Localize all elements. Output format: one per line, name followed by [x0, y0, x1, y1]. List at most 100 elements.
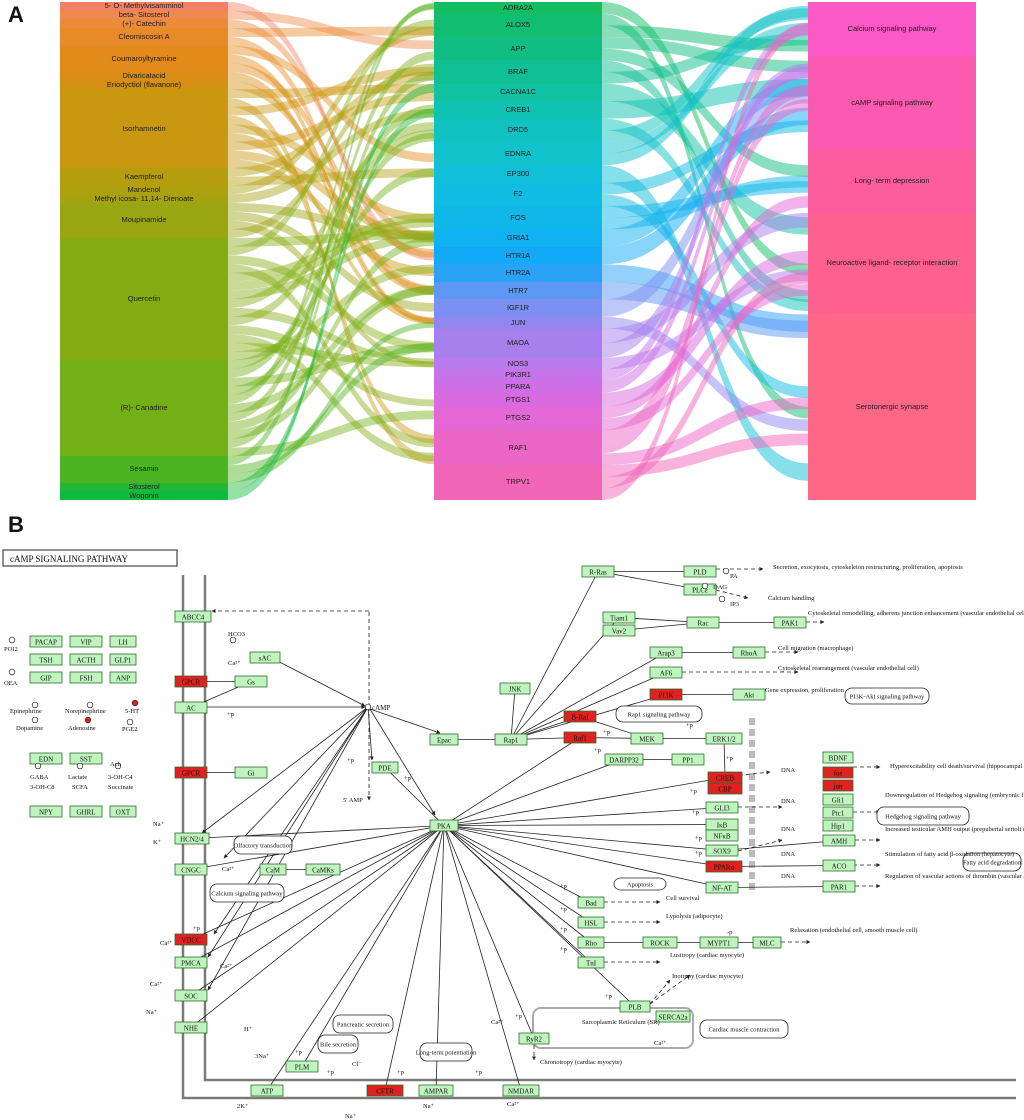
- gene-node-vdcc[interactable]: VDCC: [174, 933, 208, 946]
- gene-node-gpcr2[interactable]: GPCR: [174, 766, 208, 779]
- gene-node-rho[interactable]: Rho: [577, 936, 605, 949]
- gene-node-bdnf[interactable]: BDNF: [822, 751, 854, 764]
- gene-node-ppara[interactable]: PPARα: [705, 860, 743, 873]
- gene-node-pak1[interactable]: PAK1: [773, 616, 807, 629]
- gene-node-hsl[interactable]: HSL: [577, 916, 605, 929]
- gene-node-pld[interactable]: PLD: [683, 565, 717, 578]
- gene-node-raf1[interactable]: Raf1: [563, 731, 597, 744]
- gene-node-glp1[interactable]: GLP1: [109, 653, 137, 666]
- map-link-apoptosis[interactable]: Apoptosis: [613, 877, 667, 891]
- gene-node-fos[interactable]: fos: [822, 766, 854, 779]
- gene-node-pp1[interactable]: PP1: [671, 753, 705, 766]
- gene-node-abcc4[interactable]: ABCC4: [174, 610, 212, 623]
- gene-node-nfkb[interactable]: NFκB: [705, 829, 739, 842]
- gene-node-tsh[interactable]: TSH: [29, 653, 63, 666]
- gene-node-nfat[interactable]: NF-AT: [705, 881, 739, 894]
- gene-node-pde[interactable]: PDE: [371, 761, 399, 774]
- gene-node-serca2a[interactable]: SERCA2a: [655, 1010, 691, 1023]
- gene-node-ampar[interactable]: AMPAR: [418, 1084, 454, 1097]
- gene-node-plce[interactable]: PLCε: [683, 583, 717, 596]
- target-node: RAF1: [434, 430, 602, 465]
- gene-node-rhoa[interactable]: RhoA: [732, 646, 766, 659]
- map-link-olfactory[interactable]: Olfactory transduction: [233, 835, 293, 855]
- gene-node-vav2[interactable]: Vav2: [602, 624, 636, 637]
- gene-node-pacap[interactable]: PACAP: [29, 635, 63, 648]
- gene-node-sst[interactable]: SST: [69, 752, 103, 765]
- map-link-calcium-path[interactable]: Calcium signaling pathway: [209, 883, 285, 903]
- gene-node-plm[interactable]: PLM: [285, 1060, 319, 1073]
- gene-node-sac[interactable]: sAC: [249, 651, 281, 664]
- gene-node-gip[interactable]: GIP: [29, 671, 63, 684]
- gene-node-vip[interactable]: VIP: [69, 635, 103, 648]
- map-link-rap1-path[interactable]: Rap1 signaling pathway: [615, 705, 703, 723]
- gene-node-atp[interactable]: ATP: [250, 1084, 284, 1097]
- gene-node-erk[interactable]: ERK1/2: [705, 732, 743, 745]
- gene-node-par1[interactable]: PAR1: [822, 880, 856, 893]
- gene-node-arap3[interactable]: Arap3: [649, 646, 683, 659]
- gene-node-camks[interactable]: CaMKs: [305, 863, 341, 876]
- map-link-bile[interactable]: Bile secretion: [317, 1034, 359, 1054]
- gene-node-pka[interactable]: PKA: [429, 819, 459, 832]
- gene-node-label: Akt: [744, 692, 755, 700]
- gene-node-hcn24[interactable]: HCN2/4: [174, 832, 210, 845]
- sankey-flow: [228, 63, 434, 238]
- gene-node-tiam1[interactable]: Tiam1: [602, 611, 636, 624]
- gene-node-bad[interactable]: Bad: [577, 896, 605, 909]
- gene-node-pi3k[interactable]: PI3K: [649, 688, 683, 701]
- gene-node-gs[interactable]: Gs: [234, 675, 268, 688]
- gene-node-npy[interactable]: NPY: [29, 805, 63, 818]
- gene-node-gli3[interactable]: GLI3: [705, 801, 739, 814]
- gene-node-mek[interactable]: MEK: [630, 732, 664, 745]
- map-link-fatty[interactable]: Fatty acid degradation: [962, 852, 1022, 872]
- gene-node-tni[interactable]: TnI: [577, 956, 605, 969]
- gene-node-cngc[interactable]: CNGC: [174, 863, 208, 876]
- gene-node-darpp32[interactable]: DARPP32: [604, 753, 644, 766]
- gene-node-soc[interactable]: SOC: [174, 989, 208, 1002]
- map-link-cardiac[interactable]: Cardiac muscle contraction: [699, 1019, 789, 1039]
- gene-node-ac[interactable]: AC: [174, 701, 208, 714]
- gene-node-edn[interactable]: EDN: [29, 752, 63, 765]
- gene-node-ryr2[interactable]: RyR2: [518, 1032, 550, 1045]
- gene-node-plb[interactable]: PLB: [619, 1000, 651, 1013]
- gene-node-gli1[interactable]: Gli1: [822, 793, 854, 806]
- gene-node-cftr[interactable]: CFTR: [366, 1084, 404, 1097]
- gene-node-rap1[interactable]: Rap1: [494, 733, 528, 746]
- gene-node-nhe[interactable]: NHE: [174, 1021, 208, 1034]
- gene-node-mlc[interactable]: MLC: [752, 936, 782, 949]
- gene-node-sox9[interactable]: SOX9: [705, 844, 739, 857]
- gene-node-epac[interactable]: Epac: [429, 733, 459, 746]
- gene-node-ghrl[interactable]: GHRL: [69, 805, 103, 818]
- gene-node-gpcr1[interactable]: GPCR: [174, 675, 208, 688]
- gene-node-oxt[interactable]: OXT: [109, 805, 137, 818]
- gene-node-aco[interactable]: ACO: [822, 859, 856, 872]
- gene-node-nmdar[interactable]: NMDAR: [502, 1084, 540, 1097]
- gene-node-fsh[interactable]: FSH: [69, 671, 103, 684]
- gene-node-creb[interactable]: CREB: [707, 771, 743, 784]
- gene-node-cam[interactable]: CaM: [259, 863, 287, 876]
- gene-node-ptc1[interactable]: Ptc1: [822, 806, 854, 819]
- map-link-hedgehog[interactable]: Hedgehog signaling pathway: [876, 806, 970, 826]
- gene-node-rock[interactable]: ROCK: [642, 936, 678, 949]
- map-link-pi3k-path[interactable]: PI3K-Akt signaling pathway: [844, 687, 930, 705]
- gene-node-akt[interactable]: Akt: [732, 688, 766, 701]
- gene-node-anp[interactable]: ANP: [109, 671, 137, 684]
- pathway-text-label: +p: [695, 850, 702, 857]
- gene-node-gi[interactable]: Gi: [234, 766, 268, 779]
- gene-node-amh[interactable]: AMH: [822, 834, 856, 847]
- gene-node-af6[interactable]: AF6: [649, 666, 683, 679]
- gene-node-rras[interactable]: R-Ras: [581, 565, 615, 578]
- gene-node-ikb[interactable]: IκB: [705, 818, 739, 831]
- gene-node-rac[interactable]: Rac: [686, 616, 720, 629]
- map-link-pancreatic[interactable]: Pancreatic secretion: [332, 1014, 394, 1034]
- gene-node-jnk[interactable]: JNK: [499, 682, 531, 695]
- gene-node-braf[interactable]: B-Raf: [563, 710, 597, 723]
- gene-node-pmca[interactable]: PMCA: [174, 956, 208, 969]
- map-link-ltp[interactable]: Long-term potentiation: [416, 1042, 477, 1062]
- gene-node-jun[interactable]: jun: [822, 779, 854, 792]
- gene-node-cbp[interactable]: CBP: [707, 782, 743, 795]
- sankey-flow: [228, 115, 434, 444]
- gene-node-mypt1[interactable]: MYPT1: [699, 936, 739, 949]
- gene-node-acth[interactable]: ACTH: [69, 653, 103, 666]
- gene-node-hip1[interactable]: Hip1: [822, 819, 854, 832]
- gene-node-lh[interactable]: LH: [109, 635, 137, 648]
